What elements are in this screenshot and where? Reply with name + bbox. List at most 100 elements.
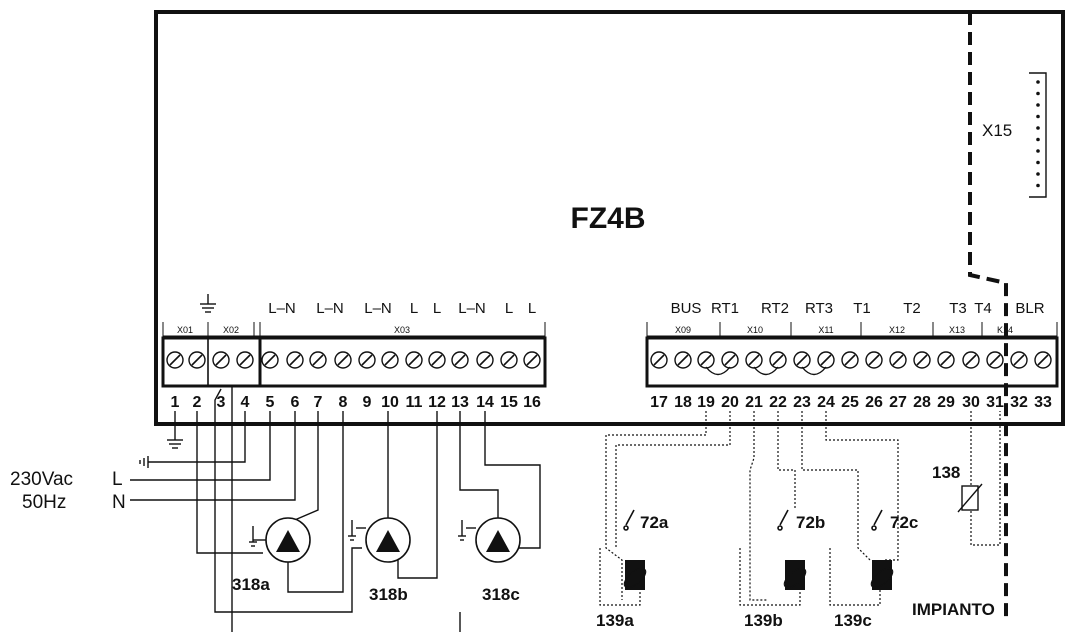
terminal-number: 30 (962, 394, 980, 411)
terminal-number: 4 (241, 394, 250, 411)
function-label: L–N (268, 300, 296, 317)
block-label: X09 (675, 325, 691, 335)
pump-318c-label: 318c (482, 585, 520, 604)
earth-icon (200, 294, 216, 313)
block-label: X10 (747, 325, 763, 335)
terminal-number: 26 (865, 394, 883, 411)
function-label: T1 (853, 300, 871, 317)
screw-terminal (865, 351, 883, 369)
pump-318b (348, 517, 411, 563)
board-outline (154, 10, 1065, 426)
valve-139a-label: 139a (596, 611, 634, 630)
voltage-label: 230Vac (10, 469, 73, 490)
terminal-number: 18 (674, 394, 692, 411)
jumpers (705, 366, 827, 376)
pump-318c (458, 517, 521, 563)
screw-terminal (841, 351, 859, 369)
terminal-number: 16 (523, 394, 541, 411)
screw-terminal (769, 351, 787, 369)
block-label: K14 (997, 325, 1013, 335)
valve-139c-label: 139c (834, 611, 872, 630)
terminal-number: 5 (266, 394, 275, 411)
terminal-number: 19 (697, 394, 715, 411)
thermostat-72c-label: 72c (890, 513, 918, 532)
function-label: T2 (903, 300, 921, 317)
thermostat-72b (777, 509, 789, 531)
wiring-right (599, 411, 1001, 606)
terminal-number: 14 (476, 394, 494, 411)
block-boxes (162, 322, 1058, 337)
screw-terminal (286, 351, 304, 369)
terminal-number: 22 (769, 394, 787, 411)
screw-terminal (166, 351, 184, 369)
thermostat-72a (623, 509, 635, 531)
block-label: X12 (889, 325, 905, 335)
valve-139b (783, 560, 807, 590)
screw-terminal (261, 351, 279, 369)
thermostat-72a-label: 72a (640, 513, 669, 532)
screw-terminal (476, 351, 494, 369)
terminal-number: 20 (721, 394, 739, 411)
screw-terminal (817, 351, 835, 369)
pump-318b-label: 318b (369, 585, 408, 604)
x15-connector: X15 (982, 72, 1047, 198)
function-label: L–N (316, 300, 344, 317)
function-label: L (410, 300, 418, 317)
screw-terminal (236, 351, 254, 369)
screw-terminal (793, 351, 811, 369)
wiring-left (130, 385, 541, 632)
function-label: T4 (974, 300, 992, 317)
terminal-number: 9 (363, 394, 372, 411)
screw-terminal (697, 351, 715, 369)
screw-terminal (721, 351, 739, 369)
terminal-number: 27 (889, 394, 907, 411)
screw-terminal (745, 351, 763, 369)
terminal-number: 23 (793, 394, 811, 411)
block-label: X02 (223, 325, 239, 335)
pump-318a-label: 318a (232, 575, 270, 594)
screw-terminal (451, 351, 469, 369)
screw-terminal (188, 351, 206, 369)
screw-terminal (309, 351, 327, 369)
terminal-number: 1 (171, 394, 180, 411)
x15-label: X15 (982, 121, 1012, 140)
terminal-strip-right (645, 336, 1059, 388)
function-label: L (433, 300, 441, 317)
function-label: BUS (671, 300, 702, 317)
terminal-number: 17 (650, 394, 668, 411)
block-label: X11 (818, 325, 833, 335)
screw-terminal (650, 351, 668, 369)
terminal-number: 3 (217, 394, 226, 411)
valve-139c (870, 560, 894, 590)
function-label: L–N (458, 300, 486, 317)
screw-terminal (986, 351, 1004, 369)
valve-139a (623, 560, 647, 590)
line-label: L (112, 469, 123, 490)
screw-terminal (962, 351, 980, 369)
screw-terminal (334, 351, 352, 369)
function-label: BLR (1015, 300, 1044, 317)
impianto-label: IMPIANTO (912, 600, 995, 619)
terminal-number: 6 (291, 394, 300, 411)
terminal-number: 12 (428, 394, 446, 411)
screw-terminals (166, 351, 1052, 369)
terminal-number: 10 (381, 394, 399, 411)
function-label: T3 (949, 300, 967, 317)
terminal-number: 25 (841, 394, 859, 411)
thermostat-72b-label: 72b (796, 513, 825, 532)
terminal-number: 8 (339, 394, 348, 411)
terminal-number: 29 (937, 394, 955, 411)
pump-318a (249, 517, 311, 563)
x15-pins (1036, 80, 1040, 188)
screw-terminal (523, 351, 541, 369)
screw-terminal (358, 351, 376, 369)
function-label: L (528, 300, 536, 317)
terminal-number: 7 (314, 394, 323, 411)
function-label: RT3 (805, 300, 833, 317)
screw-terminal (937, 351, 955, 369)
screw-terminal (212, 351, 230, 369)
screw-terminal (1034, 351, 1052, 369)
terminal-number: 32 (1010, 394, 1028, 411)
function-label: RT2 (761, 300, 789, 317)
